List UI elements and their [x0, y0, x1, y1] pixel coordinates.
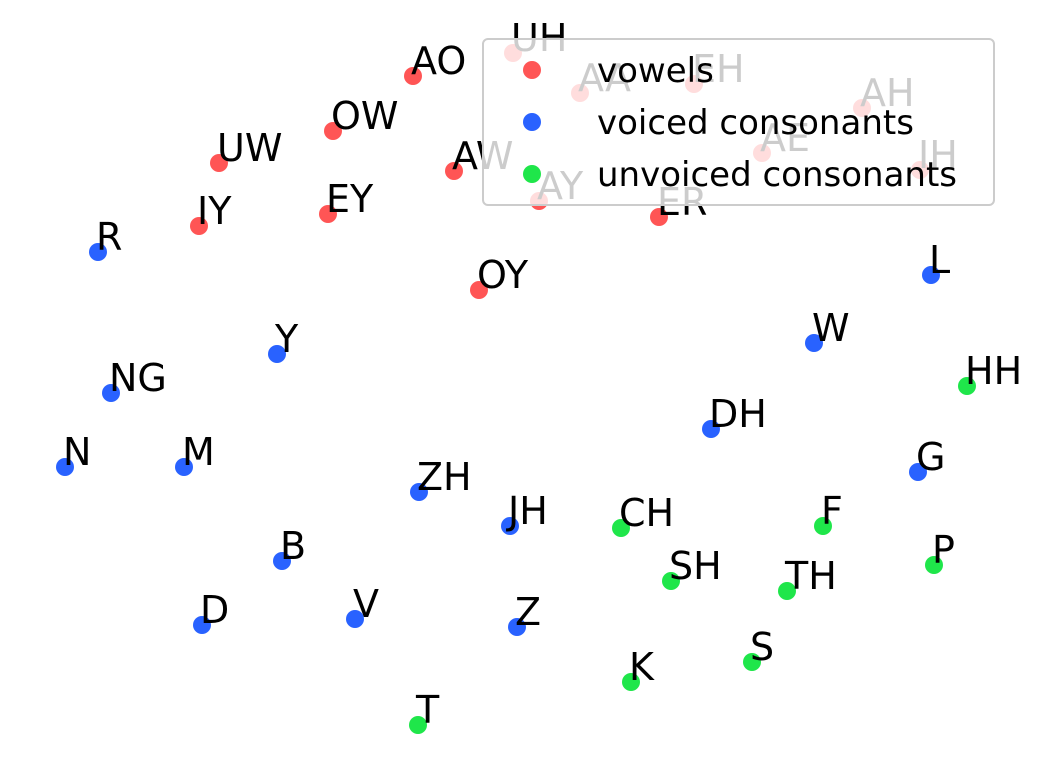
point-label-d: D [200, 588, 229, 632]
point-t [409, 716, 427, 734]
point-label-ow: OW [331, 94, 398, 138]
point-p [925, 556, 943, 574]
legend-marker-vowels [523, 61, 541, 79]
point-label-th: TH [784, 554, 837, 598]
point-uw [210, 154, 228, 172]
point-label-hh: HH [965, 349, 1022, 393]
point-ow [324, 122, 342, 140]
point-th [778, 582, 796, 600]
point-m [175, 458, 193, 476]
legend-label-unvoiced-consonants: unvoiced consonants [597, 155, 957, 195]
point-sh [662, 572, 680, 590]
point-label-y: Y [274, 317, 299, 361]
point-label-ey: EY [326, 177, 374, 221]
point-label-ch: CH [619, 491, 674, 535]
point-l [922, 266, 940, 284]
point-ey [319, 205, 337, 223]
legend-label-voiced-consonants: voiced consonants [597, 103, 914, 143]
point-n [56, 458, 74, 476]
point-label-oy: OY [477, 253, 529, 297]
point-label-iy: IY [197, 189, 232, 233]
point-w [805, 334, 823, 352]
point-label-ao: AO [411, 39, 466, 83]
point-f [814, 517, 832, 535]
point-d [193, 616, 211, 634]
point-hh [958, 377, 976, 395]
point-iy [190, 217, 208, 235]
point-er [650, 208, 668, 226]
point-label-g: G [916, 435, 945, 479]
point-label-z: Z [515, 590, 541, 634]
point-label-l: L [929, 238, 950, 282]
point-y [268, 345, 286, 363]
point-label-uw: UW [217, 126, 282, 170]
point-oy [470, 281, 488, 299]
point-label-f: F [821, 489, 843, 533]
point-g [909, 463, 927, 481]
point-label-sh: SH [669, 544, 722, 588]
legend-label-vowels: vowels [597, 51, 714, 91]
legend-marker-voiced-consonants [523, 113, 541, 131]
point-label-t: T [415, 688, 440, 732]
point-label-k: K [629, 645, 655, 689]
point-label-r: R [96, 215, 122, 259]
legend-box [482, 38, 995, 206]
point-ch [612, 519, 630, 537]
point-r [89, 243, 107, 261]
point-v [346, 610, 364, 628]
point-label-dh: DH [709, 392, 767, 436]
point-dh [702, 420, 720, 438]
point-label-ng: NG [109, 356, 167, 400]
point-b [273, 552, 291, 570]
point-ng [102, 384, 120, 402]
point-label-m: M [182, 430, 215, 474]
point-ao [404, 67, 422, 85]
point-label-s: S [750, 625, 774, 669]
point-z [508, 618, 526, 636]
point-label-b: B [280, 524, 306, 568]
point-label-jh: JH [506, 489, 548, 533]
point-s [743, 653, 761, 671]
point-aw [445, 162, 463, 180]
point-label-w: W [812, 306, 850, 350]
point-k [622, 673, 640, 691]
point-jh [501, 517, 519, 535]
point-label-zh: ZH [417, 455, 472, 499]
point-label-v: V [353, 582, 379, 626]
point-zh [410, 483, 428, 501]
point-label-p: P [932, 528, 955, 572]
legend: vowels voiced consonants unvoiced consonan… [482, 38, 995, 206]
point-label-n: N [63, 430, 91, 474]
legend-marker-unvoiced-consonants [523, 165, 541, 183]
